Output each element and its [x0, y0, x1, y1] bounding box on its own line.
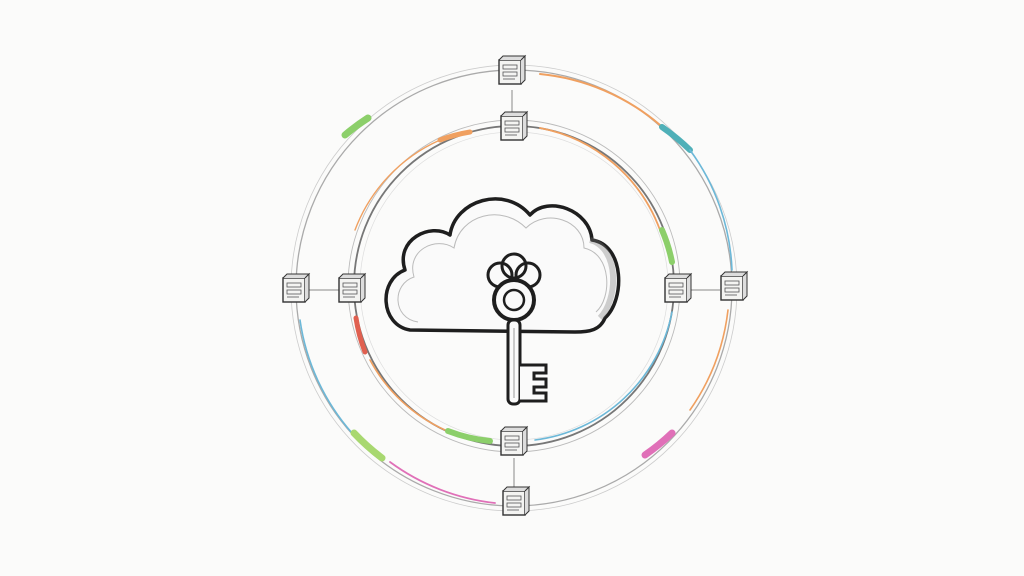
server-box-icon	[720, 271, 748, 301]
data-flow-arcs	[299, 73, 733, 504]
server-box-icon	[282, 273, 310, 303]
server-box-icon	[664, 273, 692, 303]
server-box-icon	[338, 273, 366, 303]
server-box-icon	[500, 426, 528, 456]
server-box-icon	[500, 111, 528, 141]
node-connectors	[306, 90, 720, 488]
key-icon	[486, 252, 548, 406]
server-box-icon	[498, 55, 526, 85]
server-box-icon	[502, 486, 530, 516]
